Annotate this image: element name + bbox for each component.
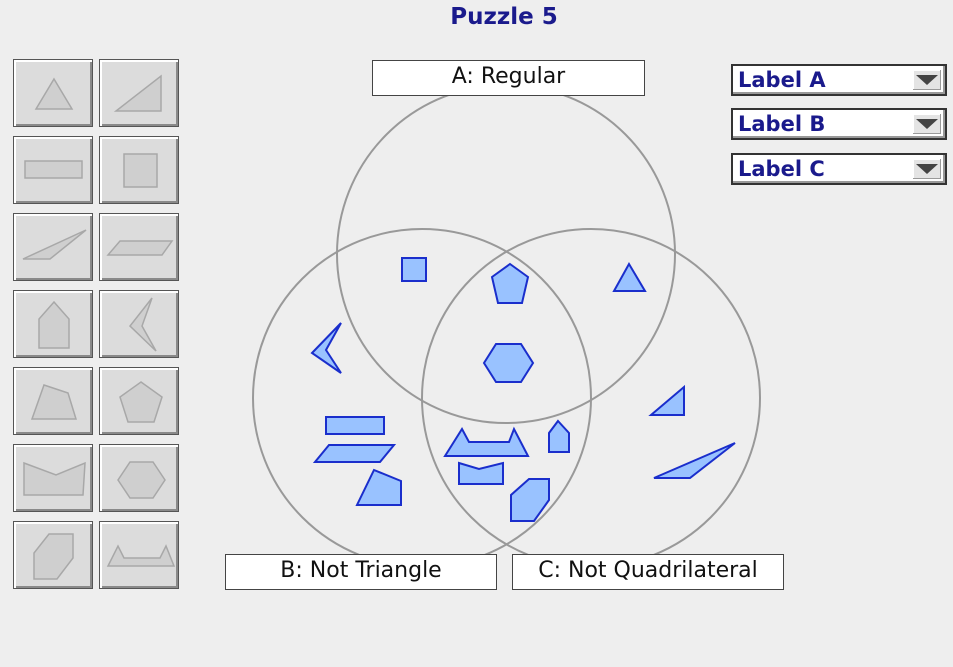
palette-pentagon-house-button[interactable] <box>13 290 93 358</box>
chevron-down-icon[interactable] <box>913 159 941 179</box>
label-a-dropdown[interactable]: Label A <box>731 64 947 96</box>
palette-irregular-hexagon-button[interactable] <box>13 521 93 589</box>
regular-pentagon-icon <box>119 381 163 423</box>
placed-rectangle-shape[interactable] <box>325 416 385 435</box>
palette-parallelogram-button[interactable] <box>99 213 179 281</box>
triangle-icon <box>34 77 74 110</box>
palette-triangle-button[interactable] <box>13 59 93 127</box>
palette-thin-triangle-button[interactable] <box>13 213 93 281</box>
bracket-shape-icon <box>106 544 176 567</box>
label-b-dropdown-value: Label B <box>738 112 826 136</box>
placed-square-shape[interactable] <box>401 257 427 282</box>
label-c-dropdown-value: Label C <box>738 157 825 181</box>
palette-concave-pentagon-button[interactable] <box>13 444 93 512</box>
placed-concave-pentagon-shape[interactable] <box>458 461 504 485</box>
square-icon <box>123 153 158 188</box>
palette-square-button[interactable] <box>99 136 179 204</box>
chevron-down-icon[interactable] <box>913 70 941 90</box>
palette-arrowhead-button[interactable] <box>99 290 179 358</box>
placed-irregular-hexagon-shape[interactable] <box>510 478 550 522</box>
placed-bracket-shape[interactable] <box>443 426 530 457</box>
palette-right-triangle-button[interactable] <box>99 59 179 127</box>
placed-quadrilateral-shape[interactable] <box>355 468 402 506</box>
page-title: Puzzle 5 <box>450 4 558 30</box>
palette-quadrilateral-button[interactable] <box>13 367 93 435</box>
set-b-label[interactable]: B: Not Triangle <box>225 554 497 590</box>
concave-pentagon-icon <box>23 461 86 496</box>
parallelogram-icon <box>106 240 174 256</box>
placed-regular-pentagon-shape[interactable] <box>490 262 530 304</box>
placed-pentagon-house-shape[interactable] <box>548 419 570 453</box>
regular-hexagon-icon <box>117 461 166 499</box>
quadrilateral-icon <box>30 384 78 420</box>
placed-arrowhead-shape[interactable] <box>310 322 342 374</box>
pentagon-house-icon <box>38 300 70 349</box>
placed-triangle-shape[interactable] <box>612 261 647 292</box>
irregular-hexagon-icon <box>33 533 74 580</box>
rectangle-icon <box>24 160 83 179</box>
label-a-dropdown-value: Label A <box>738 68 826 92</box>
placed-thin-triangle-shape[interactable] <box>653 442 736 479</box>
set-a-label[interactable]: A: Regular <box>372 60 645 96</box>
palette-bracket-shape-button[interactable] <box>99 521 179 589</box>
placed-parallelogram-shape[interactable] <box>312 444 397 463</box>
palette-regular-pentagon-button[interactable] <box>99 367 179 435</box>
palette-regular-hexagon-button[interactable] <box>99 444 179 512</box>
right-triangle-icon <box>113 74 162 112</box>
placed-regular-hexagon-shape[interactable] <box>482 343 535 383</box>
thin-triangle-icon <box>22 229 87 260</box>
placed-right-triangle-shape[interactable] <box>648 384 685 416</box>
palette-rectangle-button[interactable] <box>13 136 93 204</box>
set-c-label[interactable]: C: Not Quadrilateral <box>512 554 784 590</box>
chevron-down-icon[interactable] <box>913 114 941 134</box>
label-b-dropdown[interactable]: Label B <box>731 108 947 140</box>
arrowhead-icon <box>128 297 157 352</box>
label-c-dropdown[interactable]: Label C <box>731 153 947 185</box>
